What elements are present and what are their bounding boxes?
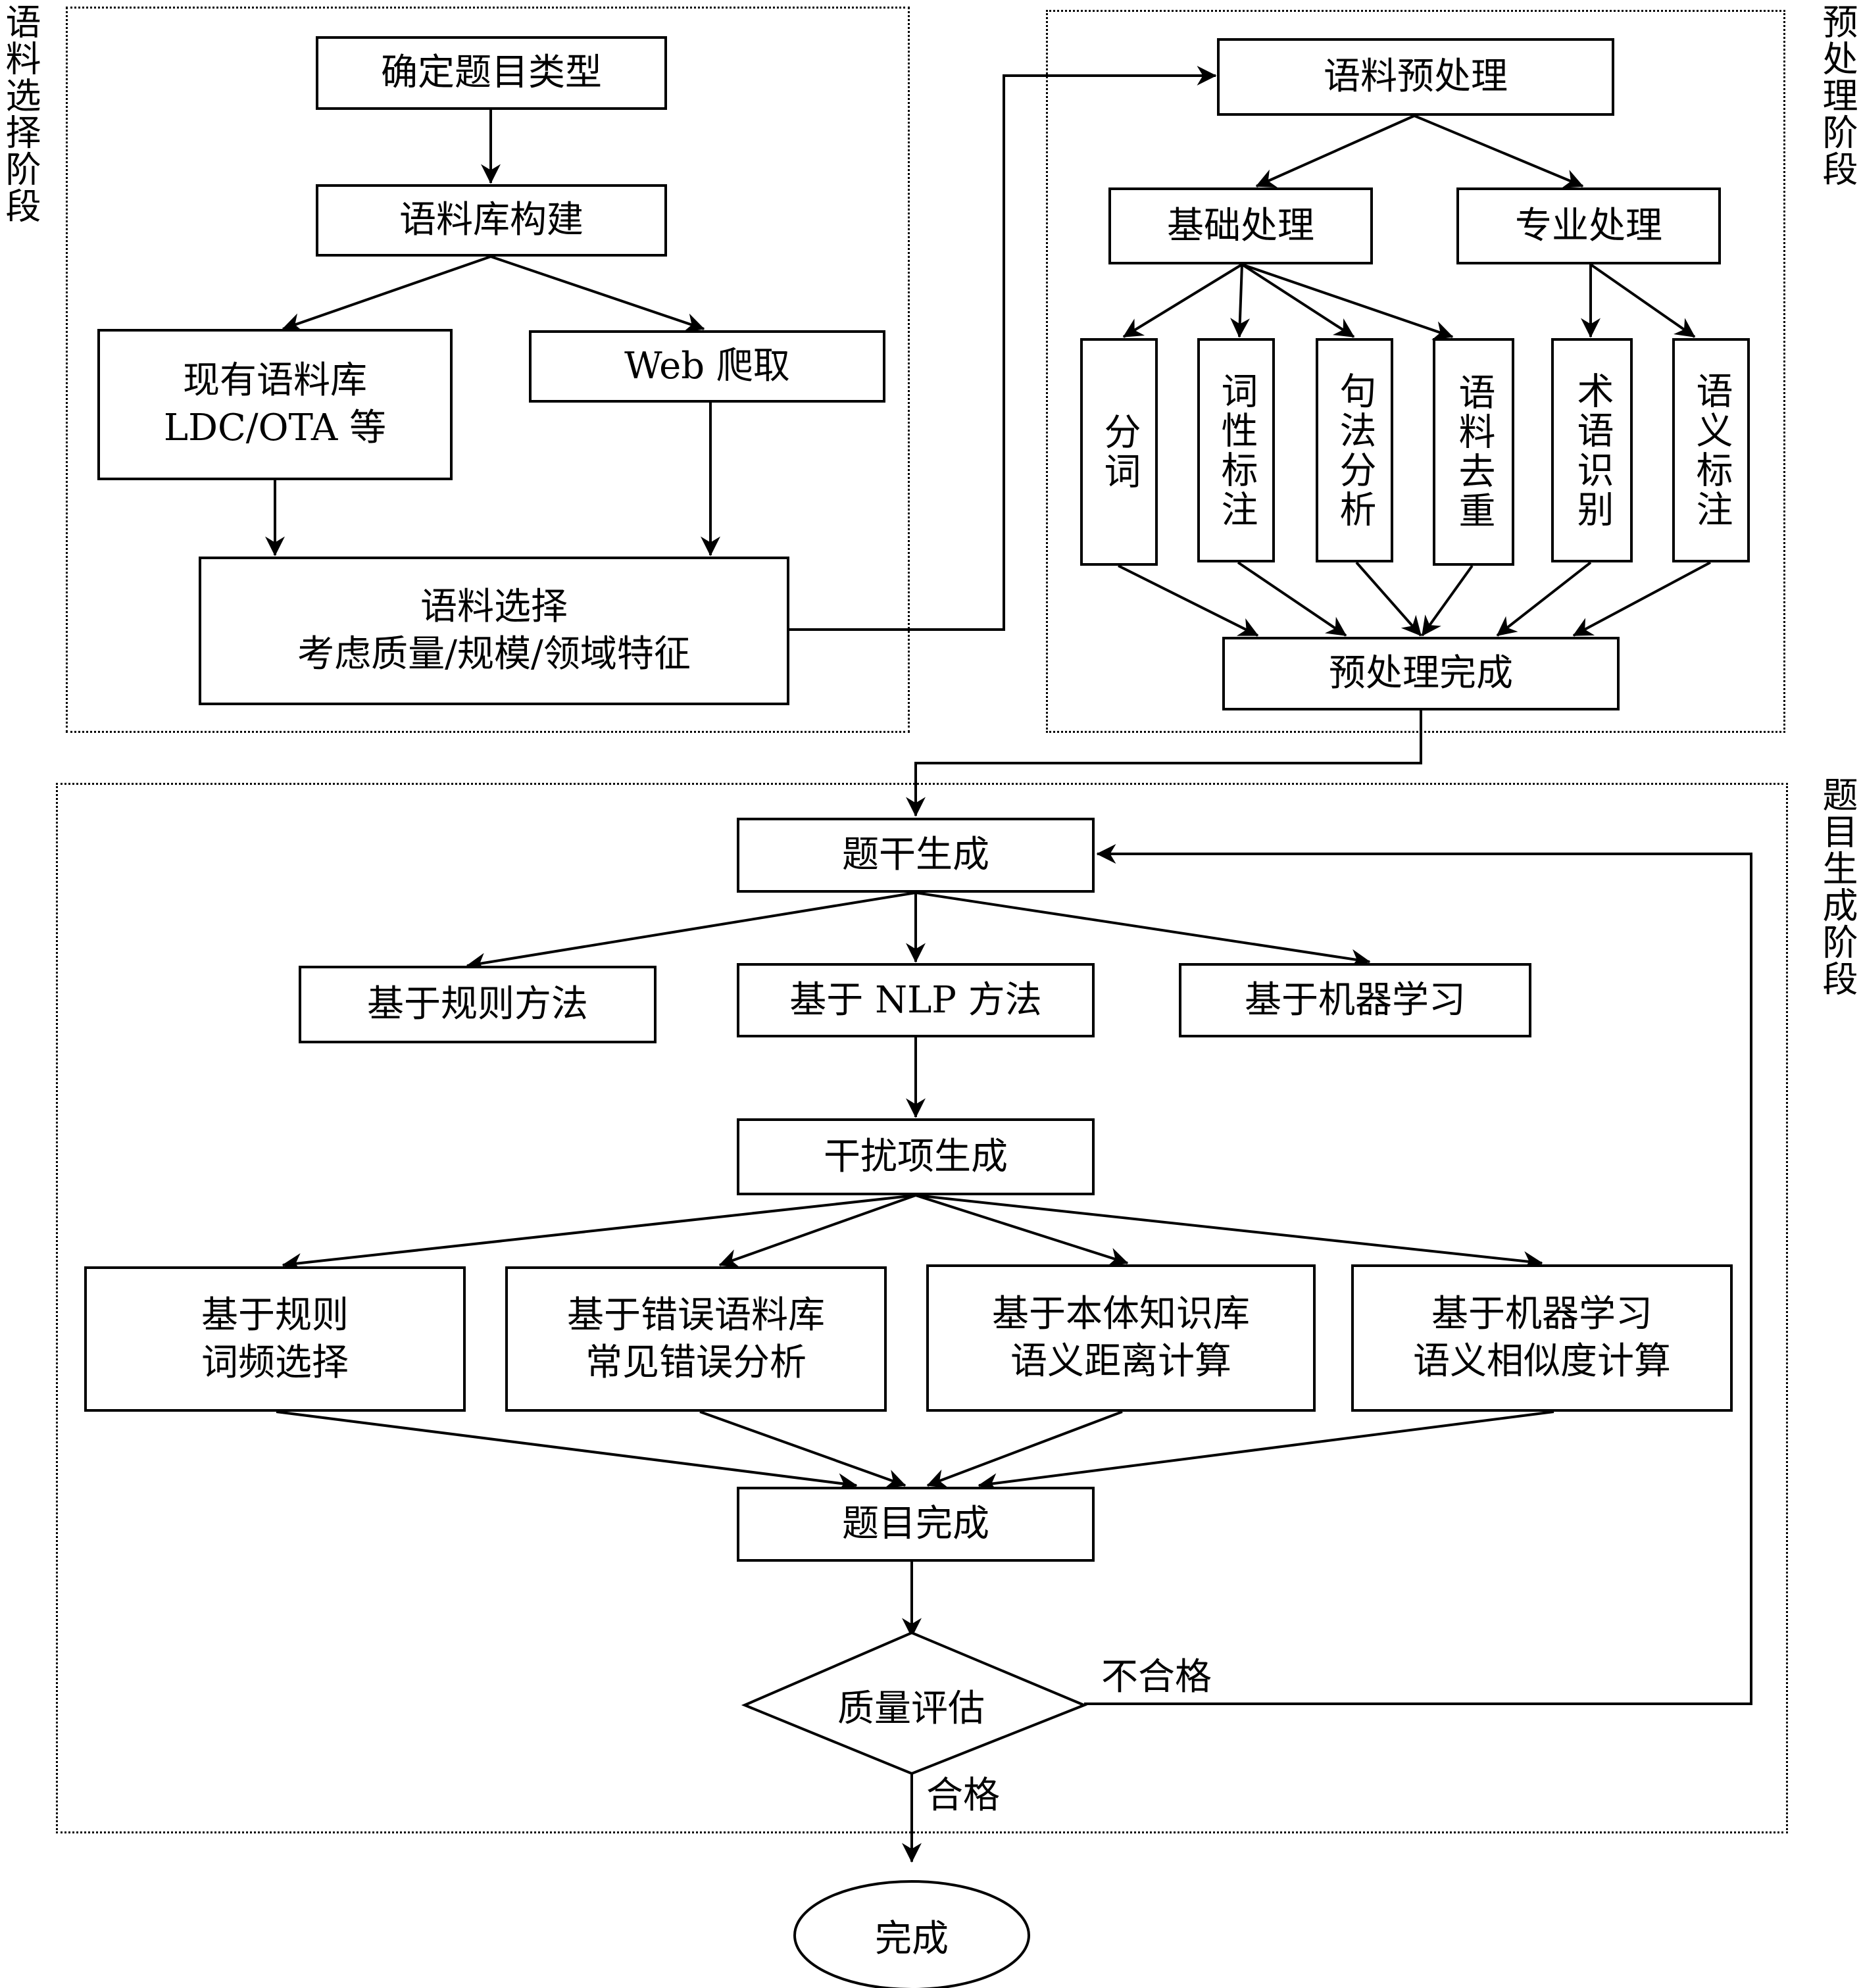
- stage-label-corpus-selection: 语料选择阶段: [0, 3, 41, 224]
- arrow-syntax-to-done: [1355, 561, 1422, 637]
- node-term-recognition: 术语识别: [1551, 338, 1633, 562]
- arrow-semantic-to-done: [1572, 561, 1711, 637]
- arrow-distractor-to-ml: [915, 1194, 1543, 1271]
- stage-corpus-selection-frame: [66, 7, 910, 733]
- node-existing-corpus: 现有语料库 LDC/OTA 等: [97, 329, 453, 480]
- finish-ellipse: [793, 1880, 1030, 1988]
- arrow-distractor-to-ontology: [915, 1194, 1129, 1267]
- arrow-dedup-to-done: [1421, 564, 1474, 637]
- arrow-pre-to-basic: [1255, 114, 1415, 188]
- node-preprocess-done: 预处理完成: [1222, 637, 1620, 710]
- arrow-basic-to-pos: [1230, 264, 1251, 338]
- arrow-rule-to-done: [276, 1410, 858, 1493]
- arrow-special-to-semantic: [1589, 263, 1696, 338]
- node-distractor-error-corpus: 基于错误语料库 常见错误分析: [505, 1266, 887, 1412]
- node-pos-tagging: 词性标注: [1197, 338, 1275, 562]
- node-build-corpus: 语料库构建: [316, 184, 667, 257]
- arrow-ontology-to-done: [926, 1410, 1123, 1488]
- stage-preprocessing-frame: [1046, 10, 1785, 733]
- arrow-term-to-done: [1496, 561, 1592, 637]
- arrow-build-to-web: [490, 255, 705, 333]
- arrow-error-to-done: [699, 1410, 906, 1489]
- edge-label-fail: 不合格: [1101, 1656, 1212, 1699]
- stage-label-question-generation: 题目生成阶段: [1816, 776, 1858, 997]
- node-determine-type: 确定题目类型: [316, 36, 667, 110]
- node-syntax-parsing: 句法分析: [1316, 338, 1393, 562]
- arrow-select-to-preprocess: [789, 66, 1217, 631]
- arrow-build-to-existing: [282, 255, 491, 332]
- node-stem-generation: 题干生成: [737, 818, 1095, 893]
- quality-eval-diamond: [741, 1631, 1088, 1776]
- quality-eval-label: 质量评估: [837, 1687, 985, 1730]
- arrow-distractor-to-rule: [282, 1194, 916, 1273]
- arrow-pos-to-done: [1237, 561, 1347, 637]
- node-corpus-select: 语料选择 考虑质量/规模/领域特征: [199, 557, 789, 705]
- arrow-distractor-to-error: [718, 1194, 916, 1268]
- node-deduplication: 语料去重: [1433, 338, 1514, 566]
- node-distractor-generation: 干扰项生成: [737, 1118, 1095, 1195]
- node-special-processing: 专业处理: [1456, 187, 1721, 264]
- arrow-basic-to-syntax: [1241, 263, 1355, 338]
- arrow-eval-fail-to-stem: [1084, 844, 1752, 1705]
- arrow-basic-to-seg: [1122, 263, 1243, 338]
- arrow-pre-to-special: [1414, 114, 1584, 188]
- node-rule-method: 基于规则方法: [299, 966, 657, 1043]
- stage-question-generation-frame: [56, 783, 1788, 1833]
- node-semantic-annotation: 语义标注: [1672, 338, 1750, 562]
- node-ml-method: 基于机器学习: [1179, 963, 1531, 1037]
- edge-label-pass: 合格: [926, 1774, 1000, 1817]
- node-basic-processing: 基础处理: [1108, 187, 1373, 264]
- node-corpus-preprocess: 语料预处理: [1217, 38, 1614, 116]
- stage-label-preprocessing: 预处理阶段: [1816, 3, 1858, 187]
- finish-label: 完成: [875, 1917, 949, 1960]
- node-question-done: 题目完成: [737, 1487, 1095, 1562]
- node-distractor-ontology: 基于本体知识库 语义距离计算: [926, 1264, 1316, 1412]
- arrow-stem-to-rule: [466, 891, 916, 973]
- arrow-basic-to-dedup: [1241, 263, 1454, 340]
- node-segmentation: 分词: [1080, 338, 1158, 566]
- arrow-seg-to-done: [1118, 564, 1259, 637]
- node-distractor-ml: 基于机器学习 语义相似度计算: [1351, 1264, 1733, 1412]
- arrow-ml-to-done: [978, 1410, 1554, 1493]
- arrow-done-to-stem: [906, 710, 1422, 817]
- node-distractor-rule: 基于规则 词频选择: [84, 1266, 466, 1412]
- arrow-stem-to-ml: [915, 891, 1371, 969]
- node-web-crawl: Web 爬取: [529, 330, 885, 403]
- node-nlp-method: 基于 NLP 方法: [737, 963, 1095, 1037]
